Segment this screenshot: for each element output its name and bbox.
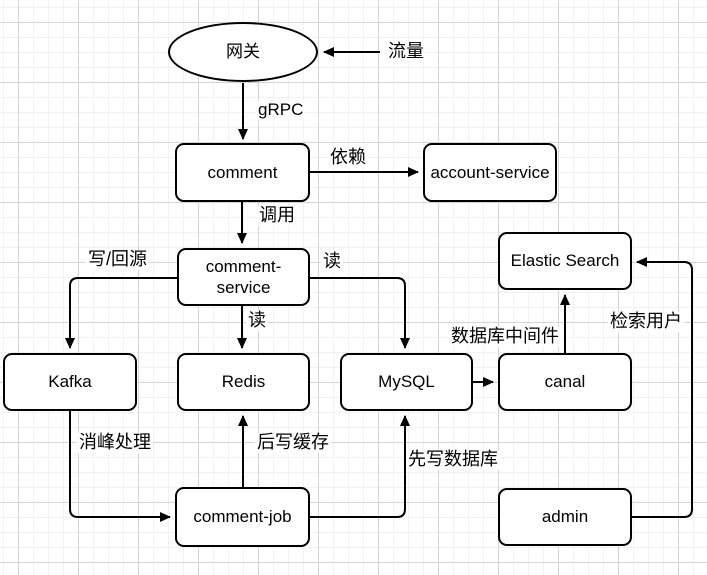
- node-comment-job-label: comment-job: [193, 507, 292, 527]
- node-admin: admin: [498, 488, 632, 546]
- edge-label-search-user: 检索用户: [608, 311, 684, 332]
- edge-label-invoke: 调用: [257, 205, 297, 226]
- edge-comment-service-to-mysql: [310, 277, 410, 349]
- node-comment-service: comment-service: [177, 248, 310, 306]
- edge-label-read-right: 读: [321, 251, 343, 272]
- node-redis: Redis: [177, 353, 310, 411]
- node-account-service-label: account-service: [430, 162, 550, 182]
- node-mysql: MySQL: [340, 353, 473, 411]
- node-comment: comment: [175, 143, 310, 202]
- edge-label-db-middleware: 数据库中间件: [449, 326, 561, 347]
- node-canal-label: canal: [544, 372, 586, 392]
- edge-label-depends: 依赖: [328, 147, 368, 168]
- edge-label-read-down: 读: [246, 310, 268, 331]
- edge-comment-job-to-mysql: [310, 415, 410, 518]
- node-comment-job: comment-job: [175, 487, 310, 547]
- node-redis-label: Redis: [221, 372, 266, 392]
- node-mysql-label: MySQL: [378, 372, 435, 392]
- node-elastic-search-label: Elastic Search: [510, 251, 620, 271]
- edge-admin-to-elastic-search: [632, 257, 693, 518]
- node-comment-label: comment: [207, 162, 278, 182]
- node-admin-label: admin: [541, 507, 589, 527]
- node-elastic-search: Elastic Search: [498, 232, 632, 290]
- node-kafka-label: Kafka: [48, 372, 92, 392]
- edge-label-peak-shaving: 消峰处理: [77, 432, 153, 453]
- node-gateway-label: 网关: [226, 42, 260, 62]
- node-canal: canal: [498, 353, 632, 411]
- edge-kafka-to-comment-job: [69, 411, 171, 522]
- node-account-service: account-service: [423, 143, 557, 202]
- node-comment-service-label: comment-service: [205, 256, 282, 297]
- edge-label-write-cache: 后写缓存: [255, 432, 331, 453]
- edge-label-traffic: 流量: [386, 41, 426, 62]
- node-kafka: Kafka: [3, 353, 137, 411]
- edge-label-grpc: gRPC: [256, 100, 306, 120]
- edge-label-write-back: 写/回源: [86, 249, 150, 270]
- edge-label-write-db-first: 先写数据库: [406, 449, 500, 470]
- edge-comment-service-to-kafka: [65, 277, 177, 349]
- node-gateway: 网关: [168, 22, 318, 82]
